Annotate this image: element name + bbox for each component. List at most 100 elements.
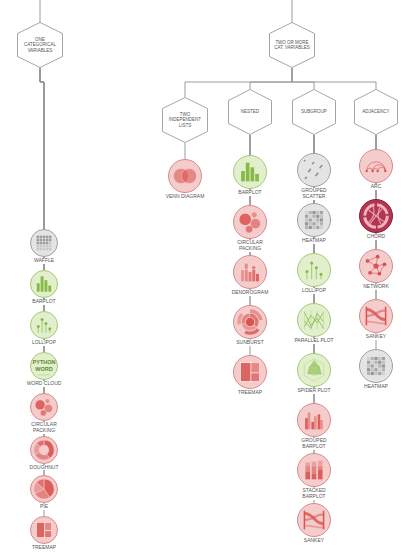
icon-part: [298, 304, 331, 337]
chart-type-label: TREEMAP: [237, 390, 263, 396]
icon-part: [37, 245, 39, 247]
icon-part: [316, 222, 319, 225]
icon-part: [40, 236, 42, 238]
icon-part: [309, 169, 311, 171]
icon-part: [377, 170, 379, 172]
chart-type-label: STACKED BARPLOT: [290, 488, 338, 500]
icon-part: [45, 522, 52, 530]
icon-part: [384, 170, 386, 172]
icon-part: [234, 356, 267, 389]
icon-part: [320, 222, 323, 225]
chart-type-circle: HEATMAP: [290, 203, 338, 244]
icon-part: [46, 248, 48, 250]
icon-glyph: [366, 255, 387, 276]
icon-glyph: [241, 264, 259, 282]
chart-type-circle: SANKEY: [290, 503, 338, 544]
icon-part: [309, 218, 312, 221]
hexagon-shape: [229, 90, 272, 135]
icon-part: [244, 328, 259, 335]
icon-part: [305, 526, 324, 528]
category-hexagon: TWO OR MORE CAT. VARIABLES: [269, 22, 315, 68]
icon-part: [371, 357, 374, 360]
icon-glyph: [241, 363, 260, 382]
icon-circle: [31, 476, 58, 503]
icon-part: [367, 368, 370, 371]
icon-part: [309, 170, 311, 172]
icon-part: [378, 207, 381, 224]
icon-part: [309, 215, 312, 218]
category-label: ADJACENCY: [362, 109, 389, 114]
icon-circle: [31, 394, 58, 421]
icon-part: [304, 511, 306, 530]
icon-part: [46, 242, 48, 244]
icon-circle: [31, 517, 58, 544]
icon-part: [371, 368, 374, 371]
icon-part: [310, 262, 313, 265]
icon-part: [382, 357, 385, 360]
chart-type-circle: NETWORK: [352, 249, 400, 290]
icon-glyph: [304, 160, 323, 180]
chart-type-label: NETWORK: [362, 284, 390, 290]
chart-icon: [20, 311, 68, 339]
category-label: TWO OR MORE CAT. VARIABLES: [273, 40, 311, 50]
icon-glyph: [237, 309, 262, 335]
chart-type-circle: CIRCULAR PACKING: [20, 393, 68, 434]
icon-part: [305, 226, 308, 229]
icon-part: [371, 361, 374, 364]
category-label: NESTED: [241, 109, 259, 114]
icon-circle: [234, 356, 267, 389]
icon-circle: [31, 312, 58, 339]
icon-part: [316, 174, 318, 176]
icon-part: [49, 248, 51, 250]
tree-branch: [292, 68, 376, 89]
icon-part: [245, 264, 248, 282]
icon-part: [305, 270, 308, 273]
icon-glyph: [305, 413, 323, 430]
icon-part: [251, 363, 259, 373]
chart-type-circle: PIE: [20, 475, 68, 510]
chart-icon: [352, 299, 400, 333]
icon-part: [181, 168, 196, 183]
icon-part: [48, 286, 51, 292]
icon-part: [382, 364, 385, 367]
chart-type-circle: ARC: [352, 149, 400, 190]
icon-part: [318, 414, 321, 429]
hexagon-shape: [163, 98, 208, 143]
icon-part: [374, 368, 377, 371]
icon-part: [239, 213, 251, 225]
icon-part: [36, 439, 44, 446]
chart-type-circle: GROUPED SCATTER: [290, 153, 338, 200]
chart-type-label: HEATMAP: [301, 238, 327, 244]
icon-part: [250, 309, 263, 320]
category-label: TWO INDEPENDENT LISTS: [166, 112, 204, 128]
icon-part: [318, 461, 323, 467]
icon-part: [38, 374, 50, 375]
icon-part: [40, 242, 42, 244]
icon-part: [41, 276, 44, 291]
chart-type-label: GROUPED BARPLOT: [290, 438, 338, 450]
icon-part: [367, 162, 386, 171]
icon-glyph: [34, 439, 54, 459]
chart-type-label: DOUGHNUT: [29, 465, 60, 471]
icon-part: [37, 242, 39, 244]
icon-part: [367, 310, 386, 316]
icon-circle: [298, 154, 331, 187]
icon-part: [31, 230, 58, 257]
chart-type-circle: LOLLIPOP: [290, 253, 338, 294]
chart-type-label: WORD CLOUD: [26, 381, 63, 387]
icon-part: [305, 466, 310, 472]
icon-part: [252, 266, 255, 281]
icon-part: [31, 353, 58, 380]
icon-part: [241, 270, 244, 281]
icon-part: [320, 273, 323, 276]
icon-part: [304, 359, 323, 381]
icon-part: [43, 236, 45, 238]
chart-icon: [290, 253, 338, 287]
icon-part: [251, 167, 255, 181]
icon-glyph: [37, 276, 51, 291]
chart-icon: [352, 249, 400, 283]
icon-circle: [360, 350, 393, 383]
